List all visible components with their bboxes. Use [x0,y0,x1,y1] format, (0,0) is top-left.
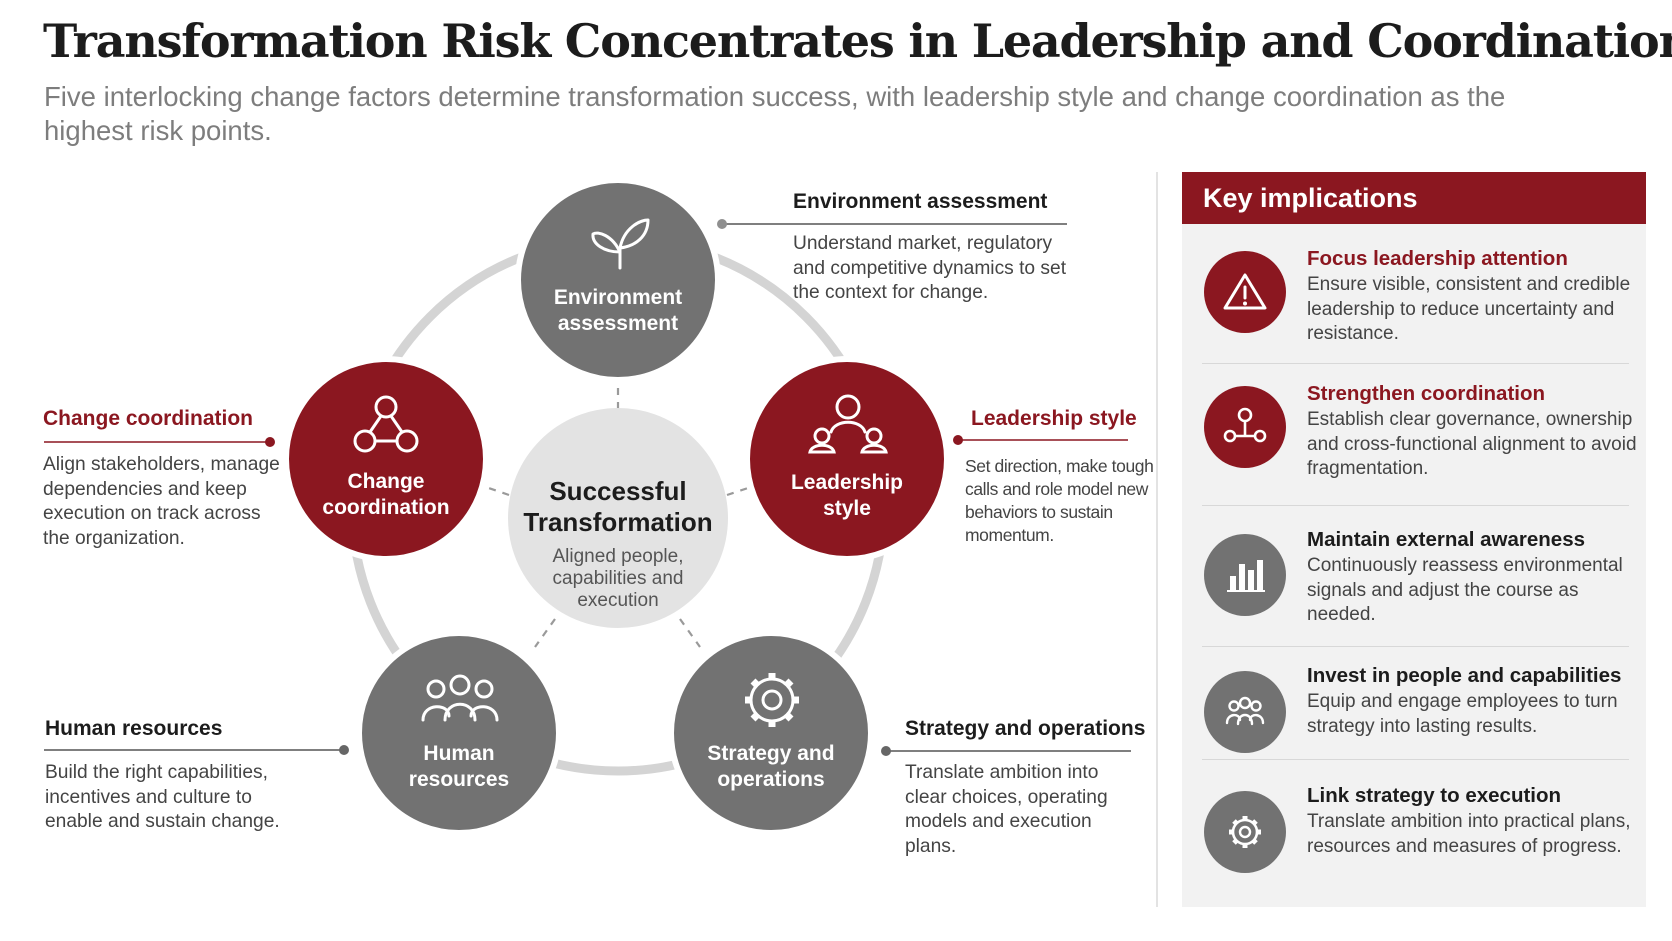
node-environment: Environment assessment [515,177,721,383]
implication-text: Ensure visible, consistent and credible … [1307,274,1631,344]
node-coordination-line1: Change [347,470,424,493]
human-description: Build the right capabilities, incentives… [45,762,280,832]
center-node: Successful Transformation Aligned people… [508,408,728,628]
gear-icon [1204,791,1286,873]
human-heading: Human resources [45,717,223,740]
coordination-description: Align stakeholders, manage dependencies … [43,454,280,549]
separator [1202,505,1629,506]
node-coordination: Change coordination [283,356,489,562]
environment-heading: Environment assessment [793,190,1048,213]
column-divider [1156,172,1158,907]
network-icon [353,395,419,453]
spokes [479,388,758,648]
strategy-heading: Strategy and operations [905,717,1146,740]
people-icon [1204,671,1286,753]
node-leadership-line1: Leadership [791,471,903,494]
implication-heading: Link strategy to execution [1307,784,1562,807]
implication-text: Equip and engage employees to turn strat… [1307,691,1618,737]
separator [1202,646,1629,647]
key-implications-panel: Key implications Focus leadership attent… [1182,172,1646,907]
transformation-factor-diagram: Successful Transformation Aligned people… [44,177,1131,836]
center-sub-line1: Aligned people, [553,546,684,567]
implication-heading: Strengthen coordination [1307,382,1546,405]
separator [1202,759,1629,760]
node-leadership-line2: style [823,497,871,520]
gear-icon [745,673,799,727]
node-strategy-line2: operations [717,768,824,791]
node-human-line1: Human [423,742,494,765]
environment-description: Understand market, regulatory and compet… [793,233,1067,303]
implication-heading: Maintain external awareness [1307,528,1586,551]
team-hierarchy-icon [808,394,888,454]
leadership-heading: Leadership style [971,407,1137,430]
people-group-icon [421,674,499,722]
node-environment-line1: Environment [554,286,682,309]
implication-heading: Focus leadership attention [1307,247,1568,270]
center-title-line1: Successful [549,476,686,506]
sprout-icon [591,218,650,270]
bar-chart-icon [1204,534,1286,616]
node-environment-line2: assessment [558,312,678,335]
page-title: Transformation Risk Concentrates in Lead… [43,14,1672,68]
hierarchy-icon [1204,386,1286,468]
node-strategy-line1: Strategy and [707,742,834,765]
center-sub-line3: execution [577,590,658,611]
panel-header: Key implications [1182,172,1646,224]
coordination-heading: Change coordination [43,407,253,430]
page-subtitle: Five interlocking change factors determi… [44,81,1506,146]
node-strategy: Strategy and operations [668,630,874,836]
implication-text: Continuously reassess environmental sign… [1307,555,1623,625]
separator [1202,363,1629,364]
center-sub-line2: capabilities and [553,568,684,589]
node-human-line2: resources [409,768,509,791]
node-coordination-line2: coordination [322,496,449,519]
node-leadership: Leadership style [744,356,950,562]
implication-heading: Invest in people and capabilities [1307,664,1622,687]
implication-text: Translate ambition into practical plans,… [1307,811,1631,857]
warning-icon [1204,251,1286,333]
implication-text: Establish clear governance, ownership an… [1307,409,1637,479]
node-human: Human resources [356,630,562,836]
strategy-description: Translate ambition into clear choices, o… [905,762,1108,857]
center-title-line2: Transformation [523,507,712,537]
callout-connectors [44,219,1131,756]
leadership-description: Set direction, make tough calls and role… [965,456,1154,545]
